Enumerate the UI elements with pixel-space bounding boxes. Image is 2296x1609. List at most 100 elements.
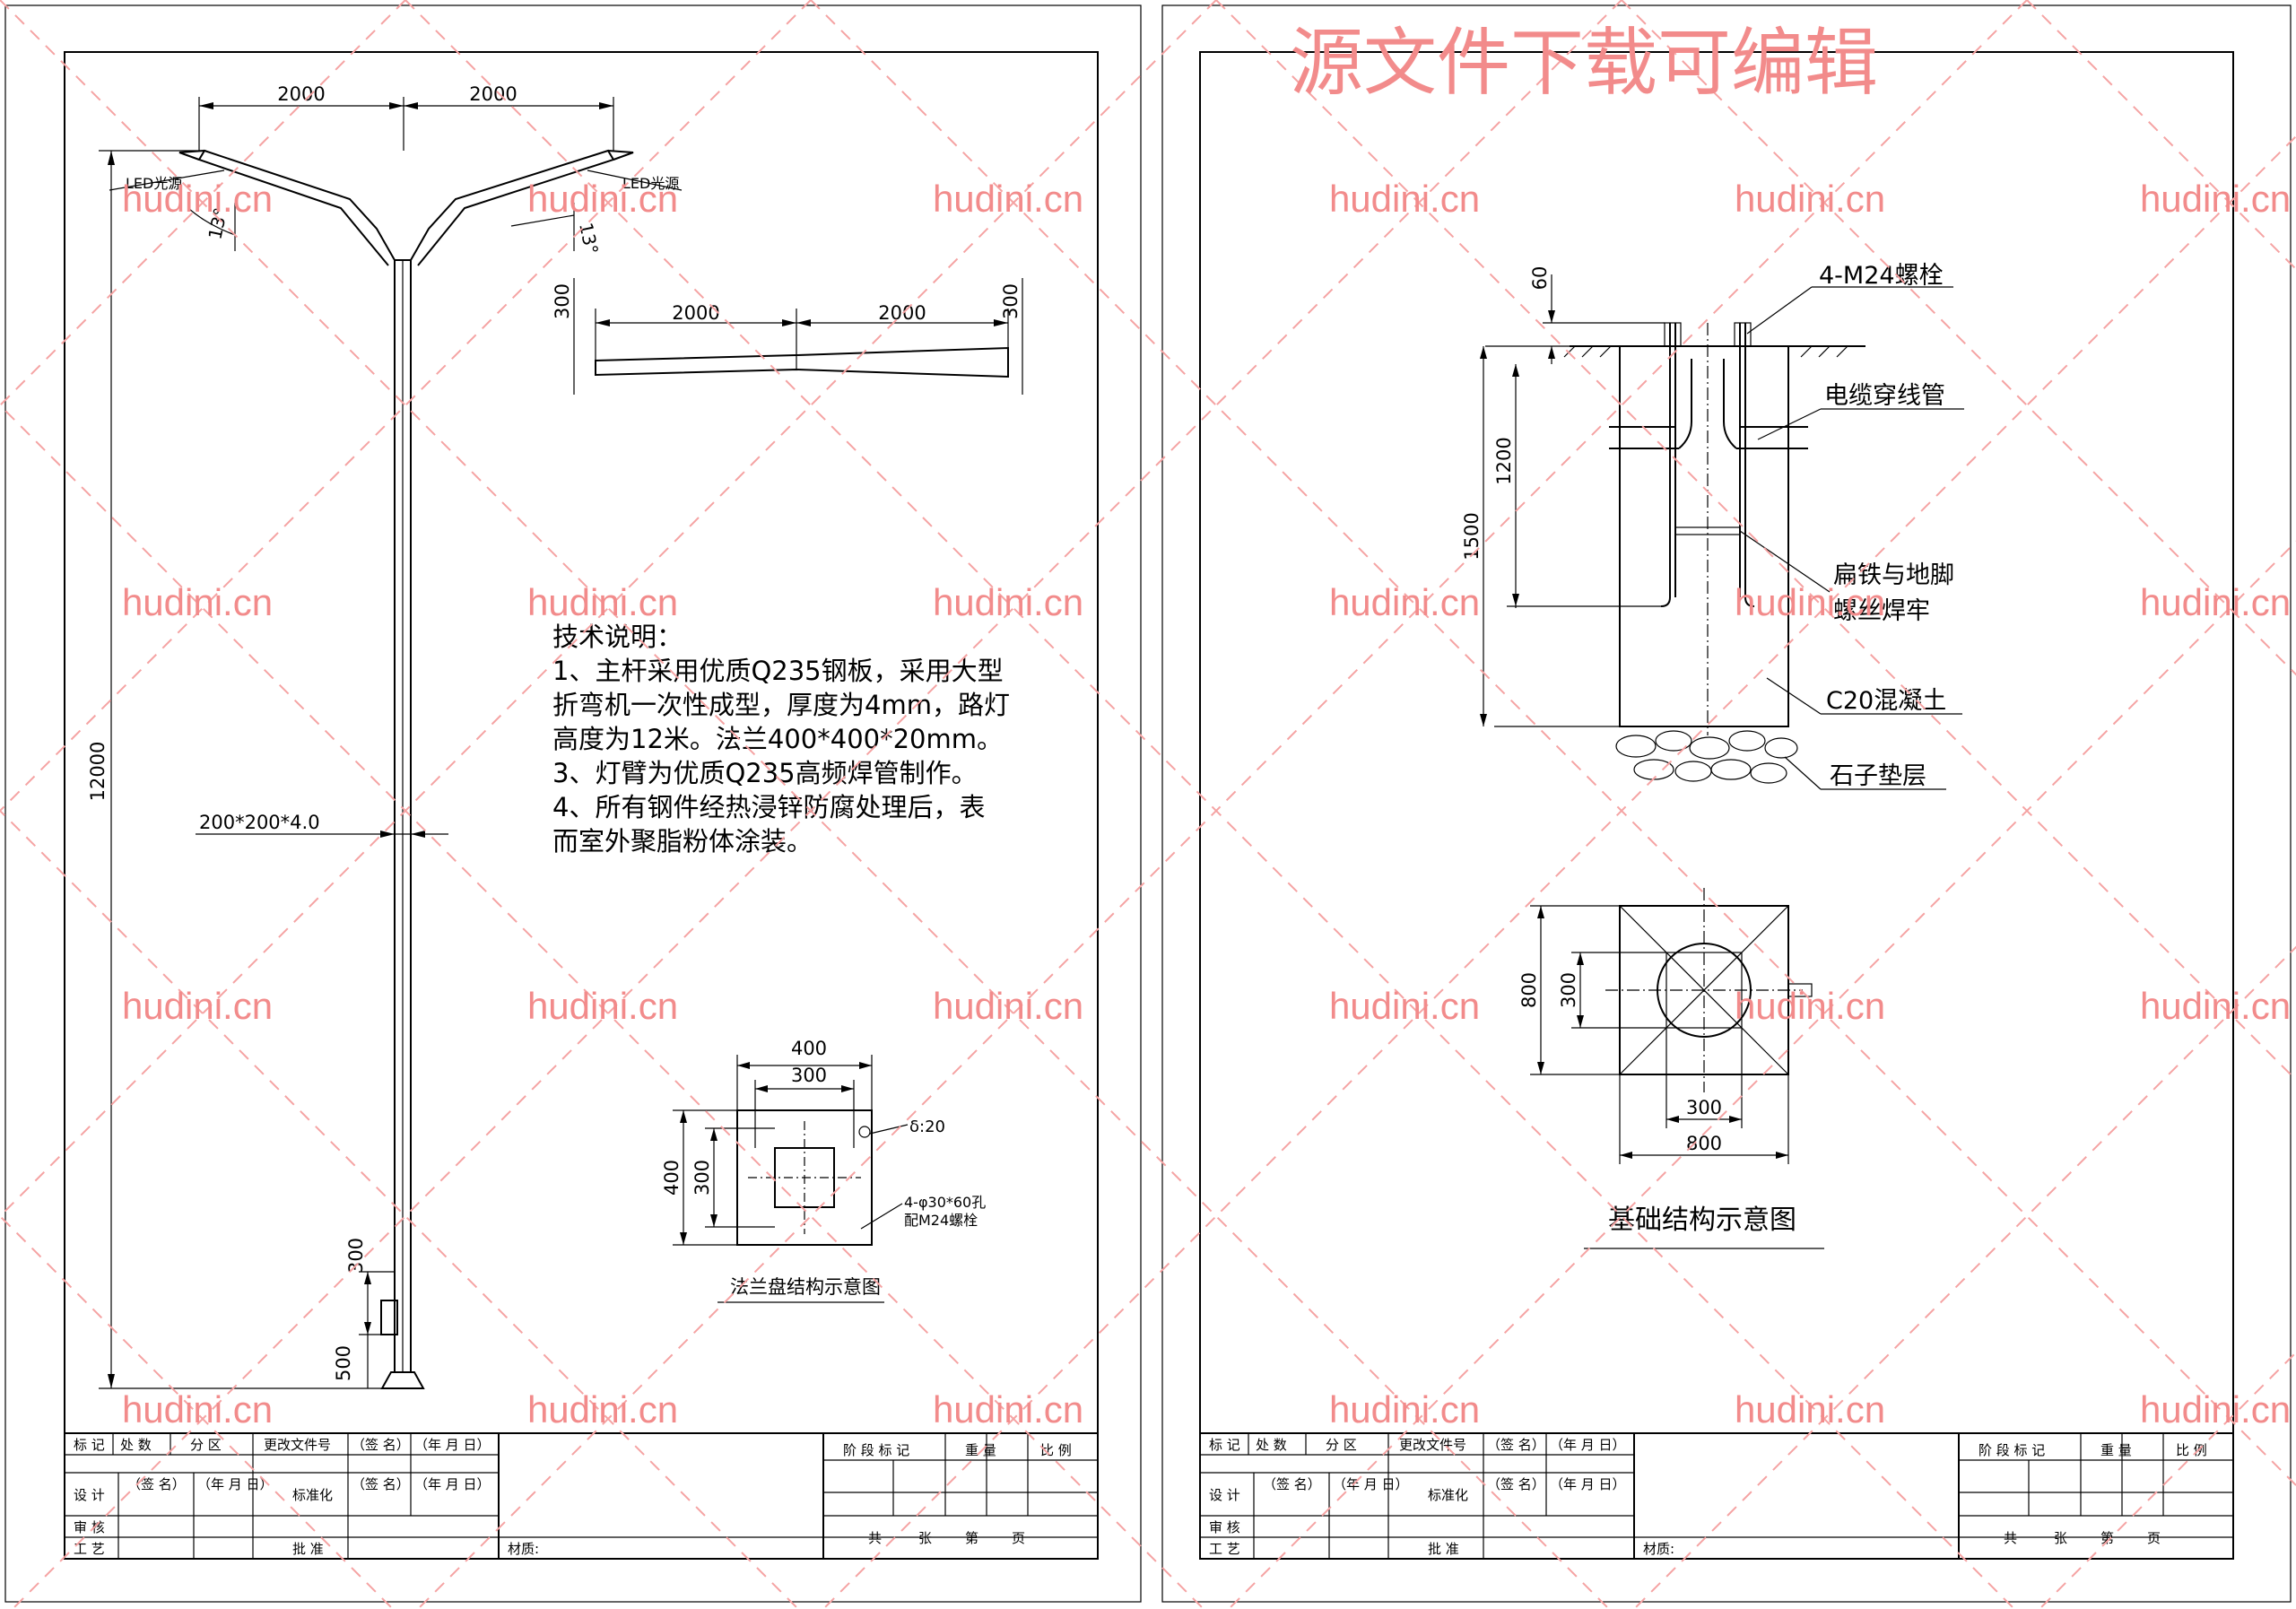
- arm-span-left: 2000: [277, 83, 325, 105]
- watermark-site-text: hudini.cn: [1735, 581, 1885, 623]
- plan-end-dim-left: 300: [552, 283, 573, 319]
- tb-r-design: 设 计: [1209, 1487, 1240, 1503]
- tb-l-standard: 标准化: [292, 1487, 333, 1503]
- plan-inner-w: 300: [1686, 1097, 1722, 1118]
- watermark-site-text: hudini.cn: [2140, 1388, 2291, 1431]
- pole-height-dim: 12000: [87, 742, 109, 802]
- fdn-dim-bolt: 1200: [1493, 437, 1515, 484]
- flange-thickness: δ:20: [909, 1118, 945, 1136]
- tb-l-zone: 分 区: [190, 1437, 222, 1453]
- watermark-site-text: hudini.cn: [2140, 581, 2291, 623]
- watermark-site-text: hudini.cn: [1329, 985, 1480, 1027]
- label-conduit: 电缆穿线管: [1824, 382, 1945, 410]
- tb-l-stage: 阶 段 标 记: [843, 1442, 909, 1458]
- watermark-site-text: hudini.cn: [1329, 581, 1480, 623]
- label-flat-iron-1: 扁铁与地脚: [1833, 561, 1954, 589]
- tb-l-change-doc: 更改文件号: [264, 1437, 331, 1453]
- arm-plan-view: 2000 2000 300 300: [552, 278, 1023, 395]
- tb-r-sign: （签 名）: [1487, 1437, 1545, 1453]
- tb-r-no: 第: [2100, 1530, 2114, 1546]
- watermark-line: [0, 1214, 394, 1609]
- watermark-site-text: hudini.cn: [1735, 1388, 1885, 1431]
- tb-l-total: 共: [868, 1530, 882, 1546]
- note-line-2: 折弯机一次性成型，厚度为4mm，路灯: [552, 690, 1010, 720]
- watermark-line: [0, 0, 1610, 1609]
- watermark-site-text: hudini.cn: [527, 985, 678, 1027]
- flange-holes-line1: 4-φ30*60孔: [904, 1194, 986, 1211]
- watermark-line: [1215, 0, 2296, 1082]
- tb-l-design: 设 计: [74, 1487, 105, 1503]
- watermark-site-text: hudini.cn: [1735, 178, 1885, 220]
- foundation-caption: 基础结构示意图: [1608, 1205, 1796, 1236]
- label-concrete: C20混凝土: [1826, 687, 1946, 715]
- flange-holes-line2: 配M24螺栓: [904, 1212, 978, 1229]
- tb-r-mark: 标 记: [1209, 1437, 1240, 1453]
- note-line-1: 1、主杆采用优质Q235钢板，采用大型: [552, 656, 1004, 686]
- tb-r-design-sign: （签 名）: [1263, 1476, 1321, 1492]
- watermark-line: [2039, 1351, 2296, 1609]
- watermark-site-text: hudini.cn: [1329, 178, 1480, 220]
- watermark-site-text: hudini.cn: [2140, 985, 2291, 1027]
- watermark-site-text: hudini.cn: [122, 581, 273, 623]
- flange-caption: 法兰盘结构示意图: [730, 1276, 881, 1298]
- tb-r-design-date: （年 月 日）: [1333, 1476, 1409, 1492]
- foundation-plan: 800 300 300 800 基础结构示意图: [1518, 888, 1824, 1249]
- label-flat-iron-2: 螺丝焊牢: [1833, 597, 1930, 625]
- flange-width-outer: 400: [791, 1038, 827, 1059]
- plan-end-dim-right: 300: [1000, 283, 1022, 319]
- technical-notes: 技术说明： 1、主杆采用优质Q235钢板，采用大型 折弯机一次性成型，厚度为4m…: [552, 622, 1010, 857]
- plan-span-left: 2000: [672, 302, 719, 324]
- watermark-site-text: hudini.cn: [933, 581, 1083, 623]
- flange-height-inner: 300: [691, 1160, 713, 1196]
- tb-r-stage: 阶 段 标 记: [1979, 1442, 2045, 1458]
- tb-l-std-sign: （签 名）: [352, 1476, 410, 1492]
- plan-outer-h: 800: [1518, 972, 1540, 1008]
- tb-r-total: 共: [2004, 1530, 2017, 1546]
- arm-span-right: 2000: [469, 83, 517, 105]
- tb-l-material: 材质:: [508, 1541, 539, 1557]
- tb-r-material: 材质:: [1643, 1541, 1674, 1557]
- tb-r-review: 审 核: [1209, 1519, 1240, 1535]
- tb-l-page: 页: [1012, 1530, 1025, 1546]
- watermark-line: [810, 0, 2296, 1487]
- tb-l-approve: 批 准: [292, 1541, 324, 1557]
- tb-l-design-date: （年 月 日）: [197, 1476, 274, 1492]
- flange-detail: 400 300 400 300 δ:20 4-φ30*60孔 配M24螺栓 法兰…: [661, 1038, 986, 1303]
- watermark-site-text: hudini.cn: [527, 178, 678, 220]
- label-gravel: 石子垫层: [1830, 762, 1926, 790]
- watermark-site-text: hudini.cn: [527, 581, 678, 623]
- watermark-title: 源文件下载可编辑: [1290, 21, 1878, 106]
- tb-l-review: 审 核: [74, 1519, 105, 1535]
- pole-section-label: 200*200*4.0: [199, 812, 320, 833]
- watermark-line: [417, 0, 2028, 1609]
- plan-span-right: 2000: [878, 302, 926, 324]
- door-dim-300: 300: [345, 1238, 367, 1274]
- fdn-dim-top: 60: [1529, 266, 1551, 291]
- pole-elevation: 2000 2000 LED光源 LED光源 13° 13° 12000 200*…: [87, 83, 683, 1389]
- watermark-line: [2026, 0, 2296, 271]
- watermark-texts: hudini.cn hudini.cn hudini.cn hudini.cn hudi…: [122, 178, 2291, 1431]
- tb-l-weight: 重 量: [965, 1442, 996, 1458]
- watermark-line: [12, 0, 1622, 1609]
- plan-outer-w: 800: [1686, 1133, 1722, 1154]
- tb-l-std-date: （年 月 日）: [414, 1476, 491, 1492]
- watermark-line: [0, 404, 1205, 1609]
- watermark-site-text: hudini.cn: [933, 1388, 1083, 1431]
- foundation-section: 60 1200 1500 4-M24螺栓 电缆穿线管 扁铁与地脚 螺丝焊牢 C2…: [1461, 262, 1964, 790]
- flange-height-outer: 400: [661, 1160, 683, 1196]
- watermark-line: [1228, 540, 2296, 1609]
- watermark-site-text: hudini.cn: [122, 178, 273, 220]
- watermark-site-text: hudini.cn: [122, 1388, 273, 1431]
- watermark-site-text: hudini.cn: [933, 985, 1083, 1027]
- fdn-dim-depth: 1500: [1461, 512, 1483, 560]
- tb-l-sheets: 张: [918, 1530, 932, 1546]
- tb-r-process: 工 艺: [1209, 1541, 1240, 1557]
- tb-r-scale: 比 例: [2176, 1442, 2207, 1458]
- tb-l-process: 工 艺: [74, 1541, 105, 1557]
- tb-r-page: 页: [2147, 1530, 2161, 1546]
- watermark-site-text: hudini.cn: [1735, 985, 1885, 1027]
- tb-r-count: 处 数: [1256, 1437, 1287, 1453]
- tb-l-count: 处 数: [120, 1437, 152, 1453]
